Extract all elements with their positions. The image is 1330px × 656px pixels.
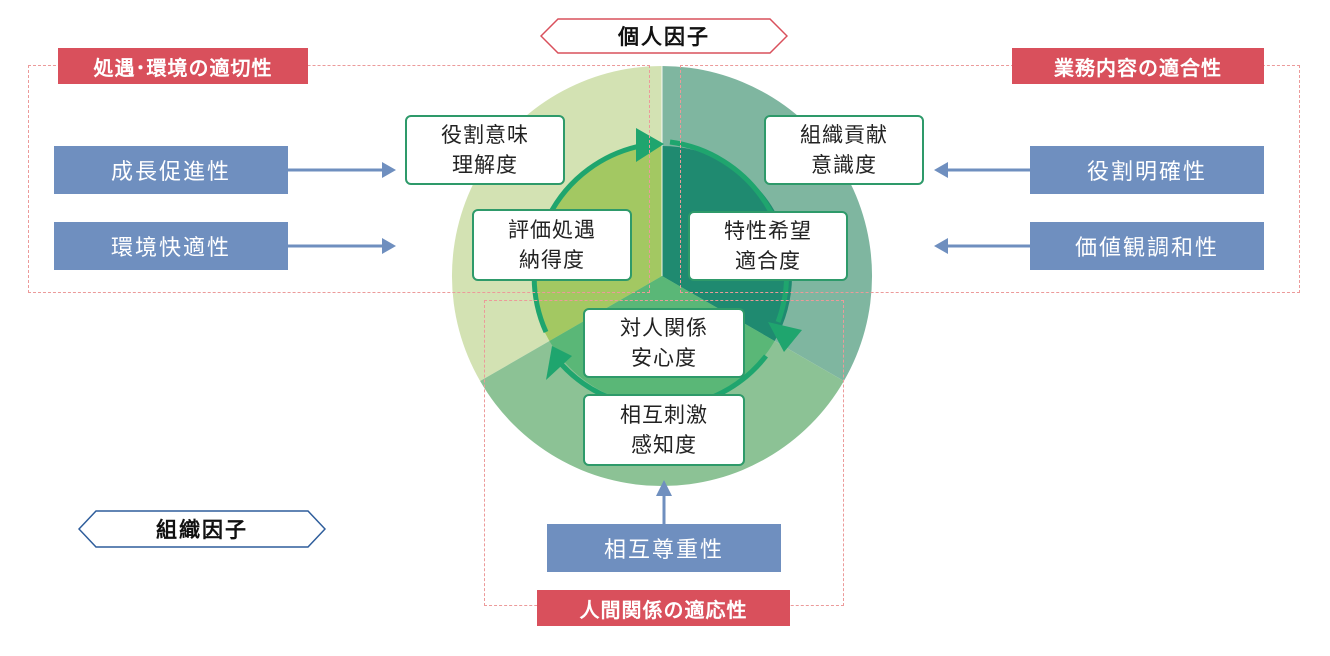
factor-mutual-respect: 相互尊重性 (547, 524, 781, 572)
arrow-growth (288, 162, 396, 178)
box-role-meaning: 役割意味 理解度 (405, 115, 565, 185)
factor-growth: 成長促進性 (54, 146, 288, 194)
box-contribution: 組織貢献 意識度 (764, 115, 924, 185)
category-human-relations: 人間関係の適応性 (537, 590, 790, 626)
cycle-arrow-right (669, 139, 790, 323)
box-evaluation: 評価処遇 納得度 (472, 209, 632, 281)
factor-role-clarity: 役割明確性 (1030, 146, 1264, 194)
category-treatment-environment: 処遇･環境の適切性 (58, 48, 308, 84)
category-work-content: 業務内容の適合性 (1012, 48, 1264, 84)
individual-factor-label: 個人因子 (540, 18, 788, 54)
arrow-environment (288, 238, 396, 254)
box-aptitude: 特性希望 適合度 (688, 211, 848, 281)
cycle-arrowhead-left (636, 128, 664, 162)
box-stimulation: 相互刺激 感知度 (583, 394, 745, 466)
organization-factor-label: 組織因子 (78, 510, 326, 548)
arrow-values (934, 238, 1030, 254)
arrow-mutual-respect (656, 480, 672, 524)
frame-work-content (680, 65, 1300, 293)
factor-environment: 環境快適性 (54, 222, 288, 270)
arrow-role-clarity (934, 162, 1030, 178)
cycle-arrowhead-bottom (546, 346, 572, 380)
box-relationship: 対人関係 安心度 (583, 308, 745, 378)
frame-treatment-environment (28, 65, 650, 293)
cycle-arrowhead-right (768, 322, 802, 352)
factor-values: 価値観調和性 (1030, 222, 1264, 270)
